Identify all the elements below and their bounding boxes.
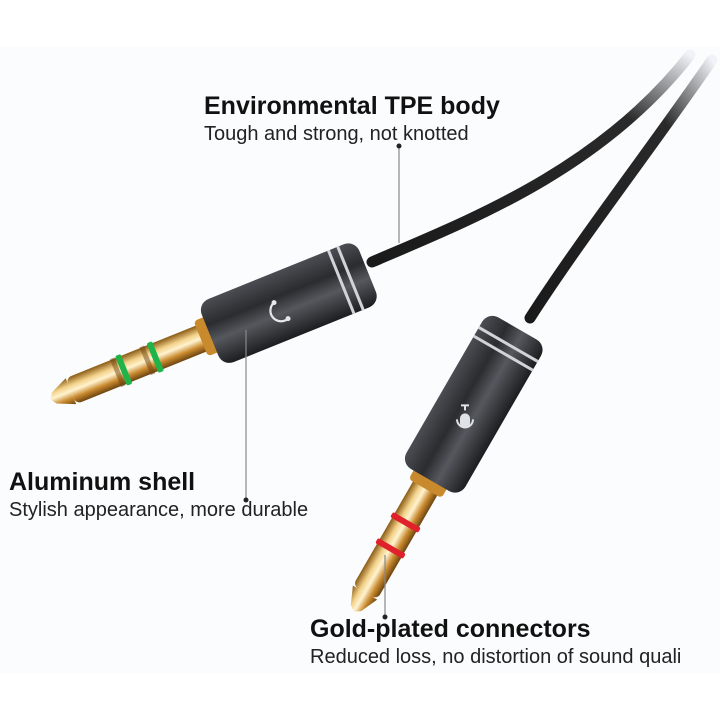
callout-subtitle: Stylish appearance, more durable (9, 499, 309, 521)
callout-title: Environmental TPE body (204, 92, 500, 120)
leader-lines (243, 143, 402, 620)
microphone-icon (456, 404, 474, 429)
callout-title: Gold-plated connectors (310, 615, 591, 643)
microphone-plug (350, 315, 543, 612)
green-ring (115, 354, 132, 386)
callout-subtitle: Reduced loss, no distortion of sound qua… (310, 646, 682, 668)
headphone-icon (269, 300, 291, 323)
red-ring (390, 512, 421, 533)
callout-subtitle: Tough and strong, not knotted (204, 123, 469, 145)
headphone-plug (50, 243, 377, 405)
callout-title: Aluminum shell (9, 468, 196, 496)
green-ring (147, 341, 164, 373)
red-ring (375, 538, 406, 559)
cable (366, 49, 718, 324)
